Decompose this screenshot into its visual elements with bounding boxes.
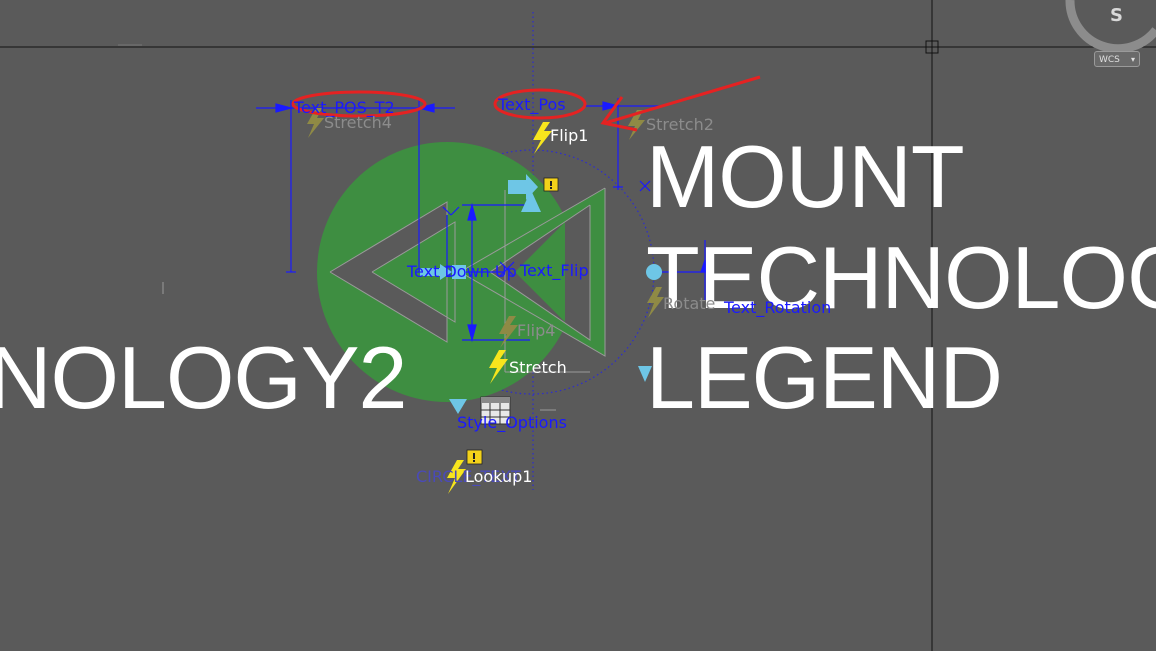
attribute-circle-text: CIRCLE_TEXT <box>416 467 521 486</box>
wcs-label: WCS <box>1099 55 1120 65</box>
triangle-inner-left <box>372 222 455 322</box>
action-bolts <box>307 108 664 494</box>
param-label-text-pos[interactable]: Text_Pos <box>498 95 566 114</box>
lightning-icon <box>647 287 664 318</box>
viewcube-south-label[interactable]: S <box>1110 5 1123 26</box>
action-label-stretch2[interactable]: Stretch2 <box>646 115 714 134</box>
drawing-text-technolog: TECHNOLOG <box>646 228 1156 327</box>
crosshair-pickbox <box>925 40 939 54</box>
triangle-inner-right <box>515 222 565 322</box>
table-icon[interactable] <box>480 396 511 425</box>
dimension-text-pos <box>585 98 660 192</box>
lightning-icon <box>489 350 508 384</box>
rotation-grip[interactable] <box>646 264 662 280</box>
grips[interactable] <box>420 174 662 414</box>
text-flip-grip[interactable] <box>452 265 466 279</box>
lightning-icon <box>499 316 518 348</box>
lookup-grip-left[interactable] <box>449 399 467 414</box>
param-label-text-flip[interactable]: Text_Flip <box>520 261 589 280</box>
param-label-text-rotation[interactable]: Text_Rotation <box>724 298 832 317</box>
stretch-grip[interactable] <box>521 190 541 212</box>
action-label-flip1[interactable]: Flip1 <box>550 126 589 145</box>
param-label-text-down-up[interactable]: Text Down Up <box>407 262 517 281</box>
red-arrow-head <box>600 96 638 132</box>
param-label-text-pos-t2[interactable]: Text_POS_T2 <box>294 98 395 117</box>
red-arrow-shaft <box>604 75 761 125</box>
wcs-dropdown[interactable]: WCS ▾ <box>1094 51 1140 67</box>
down-up-grip[interactable] <box>420 264 452 280</box>
drawing-text-mount: MOUNT <box>646 127 965 226</box>
warning-icons <box>466 177 559 465</box>
param-label-style-options[interactable]: Style_Options <box>457 413 567 432</box>
viewcube-ring[interactable] <box>1065 0 1156 54</box>
lightning-icon <box>533 122 552 154</box>
action-label-rotate[interactable]: Rotate <box>663 294 716 313</box>
action-label-stretch[interactable]: Stretch <box>509 358 567 377</box>
dimension-rotation <box>660 240 710 300</box>
lookup-grip-right[interactable] <box>638 366 652 382</box>
action-label-lookup1[interactable]: Lookup1 <box>465 467 533 486</box>
action-label-stretch4[interactable]: Stretch4 <box>324 113 392 132</box>
lightning-icon <box>628 110 645 140</box>
red-annotations <box>291 75 761 132</box>
red-ellipse-text-pos <box>493 88 587 120</box>
dimension-down-up <box>441 202 530 343</box>
drawing-text-nology2: NOLOGY2 <box>0 328 407 427</box>
action-label-flip4[interactable]: Flip4 <box>517 321 556 340</box>
lightning-icon <box>447 460 466 494</box>
lightning-icon <box>307 108 324 138</box>
drawing-text-legend: LEGEND <box>646 328 1003 427</box>
red-ellipse-text-pos-t2 <box>291 90 427 118</box>
chevron-down-icon: ▾ <box>1130 55 1135 64</box>
